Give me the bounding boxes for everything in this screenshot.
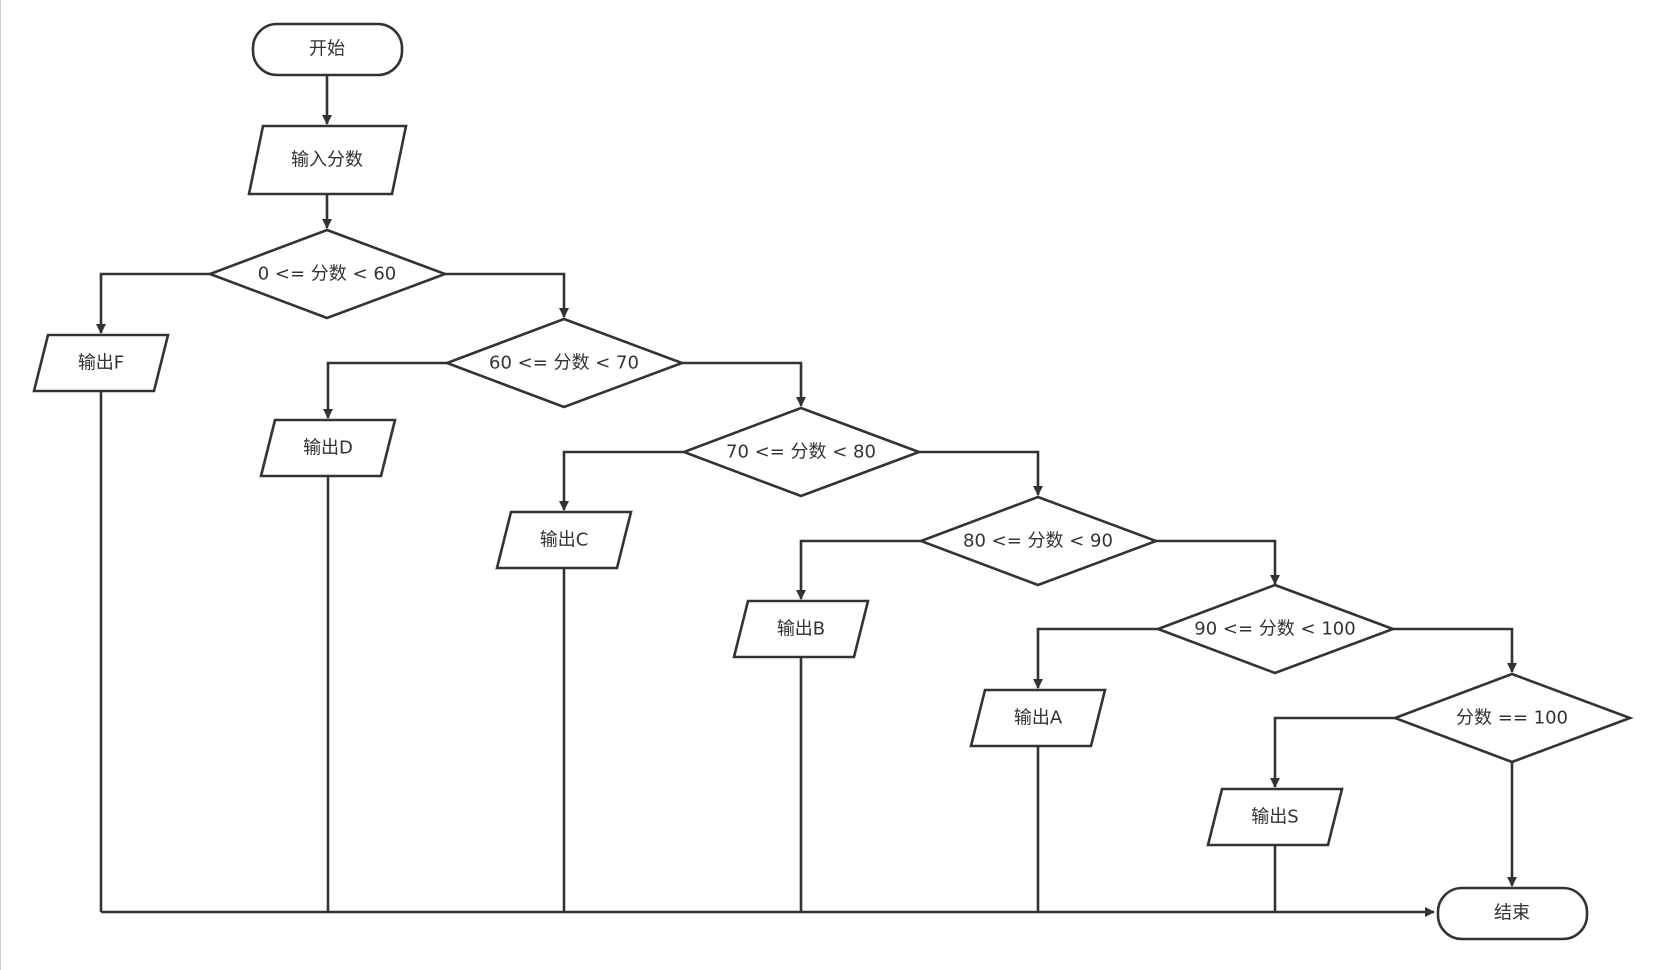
edge-cond1-cond2 [444, 272, 569, 318]
output-node-f: 输出F [32, 333, 170, 393]
edge-cond2-outD [323, 361, 447, 419]
start-node: 开始 [251, 22, 404, 77]
decision-node-4: 80 <= 分数 < 90 [917, 495, 1160, 587]
output-b-label: 输出B [777, 619, 825, 640]
decision-1-label: 0 <= 分数 < 60 [258, 264, 397, 285]
output-s-label: 输出S [1251, 807, 1298, 828]
edge-cond3-outC [559, 450, 684, 511]
input-label: 输入分数 [291, 150, 363, 171]
output-c-label: 输出C [540, 530, 589, 551]
decision-node-2: 60 <= 分数 < 70 [443, 317, 686, 409]
connectors [96, 75, 1517, 917]
decision-4-label: 80 <= 分数 < 90 [963, 531, 1113, 552]
output-node-s: 输出S [1206, 787, 1344, 847]
edge-cond4-outB [796, 539, 921, 600]
output-node-b: 输出B [732, 599, 870, 659]
start-label: 开始 [309, 39, 345, 60]
edge-cond2-cond3 [681, 361, 806, 407]
decision-node-1: 0 <= 分数 < 60 [206, 228, 449, 320]
decision-2-label: 60 <= 分数 < 70 [489, 353, 639, 374]
edge-cond5-cond6 [1392, 627, 1517, 673]
end-label: 结束 [1494, 903, 1530, 924]
edge-cond1-outF [96, 272, 210, 334]
edge-cond4-cond5 [1155, 539, 1280, 585]
decision-5-label: 90 <= 分数 < 100 [1194, 619, 1355, 640]
output-node-a: 输出A [969, 688, 1107, 748]
edge-cond6-outS [1270, 716, 1395, 788]
input-node: 输入分数 [247, 124, 408, 196]
output-node-c: 输出C [495, 510, 633, 570]
end-node: 结束 [1436, 886, 1589, 941]
edge-cond3-cond4 [918, 450, 1043, 496]
edge-cond5-outA [1033, 627, 1158, 689]
decision-6-label: 分数 == 100 [1456, 708, 1568, 729]
decision-node-6: 分数 == 100 [1391, 672, 1634, 764]
decision-3-label: 70 <= 分数 < 80 [726, 442, 876, 463]
output-a-label: 输出A [1014, 708, 1063, 729]
output-f-label: 输出F [78, 353, 124, 374]
output-node-d: 输出D [259, 418, 397, 478]
decision-node-3: 70 <= 分数 < 80 [680, 406, 923, 498]
decision-node-5: 90 <= 分数 < 100 [1154, 583, 1397, 675]
output-d-label: 输出D [303, 438, 353, 459]
